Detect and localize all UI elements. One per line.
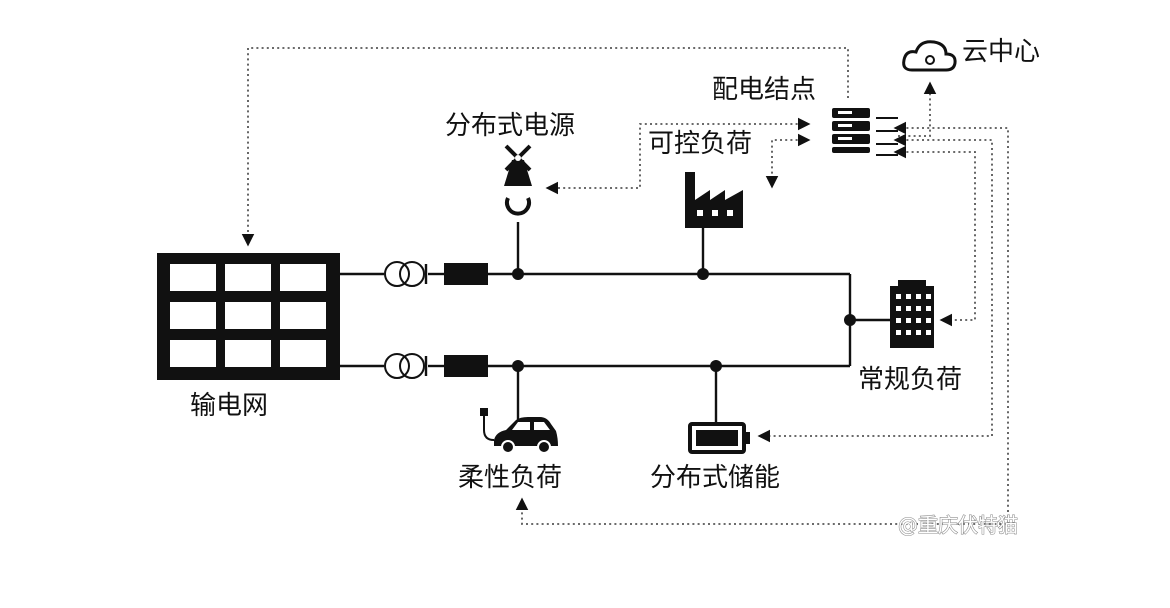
comm-line-node-cloud: [898, 81, 937, 137]
cloud-center-label: 云中心: [962, 37, 1040, 67]
transformer-icon: [384, 353, 428, 379]
regular-load-label: 常规负荷: [858, 365, 962, 395]
controllable-load-label: 可控负荷: [648, 129, 752, 159]
wind-turbine-icon: [504, 144, 532, 216]
distributed-power-label: 分布式电源: [445, 111, 575, 141]
electric-car-icon: [480, 408, 558, 454]
breaker-icon: [444, 355, 488, 377]
comm-lines: [241, 47, 1009, 525]
comm-line-node-factory: [765, 133, 811, 189]
cloud-icon: [902, 40, 957, 72]
comm-line-node-regular: [893, 145, 976, 327]
watermark-text: @重庆伏特猫: [898, 513, 1018, 537]
office-building-icon: [890, 280, 934, 348]
distributed-storage-label: 分布式储能: [650, 463, 780, 493]
comm-line-node-flexible: [515, 121, 1009, 525]
breaker-icon: [444, 263, 488, 285]
server-rack-icon: [832, 108, 898, 156]
comm-line-node-storage: [757, 133, 993, 443]
comm-line-node-grid: [241, 47, 849, 247]
grid-panel-icon: [157, 253, 340, 380]
transformer-icon: [384, 261, 428, 287]
transmission-grid-label: 输电网: [190, 391, 268, 421]
flexible-load-label: 柔性负荷: [458, 463, 562, 493]
power-lines: [340, 222, 890, 424]
factory-icon: [685, 172, 743, 228]
battery-icon: [688, 422, 750, 454]
distribution-node-label: 配电结点: [712, 75, 816, 105]
